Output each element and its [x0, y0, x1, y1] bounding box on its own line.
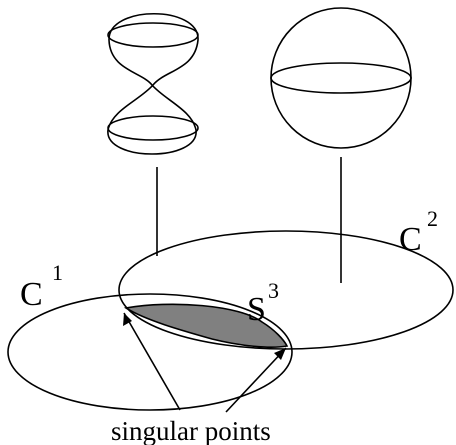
arrow-left-head [123, 313, 132, 326]
singular-point-arrows [123, 312, 287, 413]
sphere-outline [270, 7, 412, 149]
label-c2: C [399, 221, 422, 258]
label-s3: S [247, 291, 266, 328]
pinched-fiber-upper-equator [107, 22, 199, 48]
s3-shaded-region [123, 303, 289, 348]
label-c1-sup: 1 [52, 260, 63, 285]
caption-singular-points: singular points [111, 416, 271, 445]
ellipse-c1 [7, 293, 293, 411]
arrow-left-shaft [123, 312, 181, 411]
pinched-fiber-lower-equator [107, 115, 199, 141]
sphere-fiber [270, 7, 412, 149]
pinched-fiber-outline [107, 13, 199, 155]
sphere-equator [270, 62, 412, 94]
arrow-right-shaft [225, 347, 287, 413]
label-c1: C [20, 276, 43, 313]
label-c2-sup: 2 [427, 206, 438, 231]
arrow-right-head [274, 348, 286, 360]
label-s3-sup: 3 [268, 278, 279, 303]
pinched-fiber [107, 13, 199, 155]
